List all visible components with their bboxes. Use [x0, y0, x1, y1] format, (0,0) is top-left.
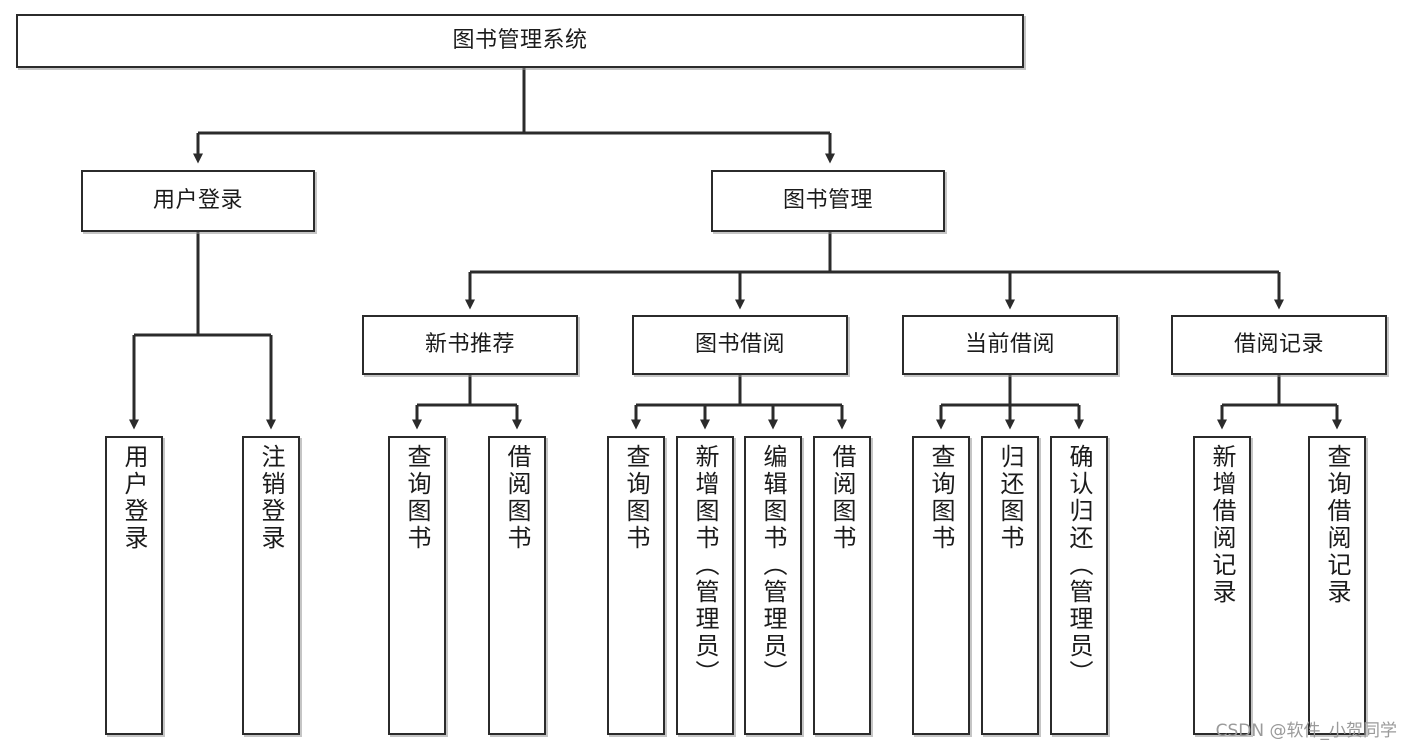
- node-leaf-records-add-record[interactable]: 新增借阅记录: [1193, 436, 1251, 735]
- node-leaf-borrow-borrow-book-label: 借阅图书: [828, 444, 856, 552]
- node-leaf-records-add-record-label: 新增借阅记录: [1208, 444, 1236, 606]
- node-leaf-borrow-query-book[interactable]: 查询图书: [607, 436, 665, 735]
- node-leaf-current-query-book-label: 查询图书: [927, 444, 955, 552]
- node-user-login-label: 用户登录: [152, 187, 243, 213]
- node-book-borrow-label: 图书借阅: [694, 331, 785, 357]
- node-book-borrow[interactable]: 图书借阅: [632, 315, 848, 375]
- node-root-system[interactable]: 图书管理系统: [16, 14, 1024, 68]
- node-leaf-user-login[interactable]: 用户登录: [105, 436, 163, 735]
- node-leaf-borrow-query-book-label: 查询图书: [622, 444, 650, 552]
- node-leaf-current-confirm-return-admin-label: 确认归还（管理员）: [1065, 444, 1093, 687]
- node-leaf-newbook-query-book[interactable]: 查询图书: [388, 436, 446, 735]
- node-current-borrow[interactable]: 当前借阅: [902, 315, 1118, 375]
- node-leaf-borrow-add-book-admin[interactable]: 新增图书（管理员）: [676, 436, 734, 735]
- node-leaf-current-query-book[interactable]: 查询图书: [912, 436, 970, 735]
- node-borrow-records[interactable]: 借阅记录: [1171, 315, 1387, 375]
- node-leaf-records-query-record[interactable]: 查询借阅记录: [1308, 436, 1366, 735]
- node-leaf-current-confirm-return-admin[interactable]: 确认归还（管理员）: [1050, 436, 1108, 735]
- node-borrow-records-label: 借阅记录: [1233, 331, 1324, 357]
- node-book-management-label: 图书管理: [782, 187, 873, 213]
- node-new-book-recommend-label: 新书推荐: [424, 331, 515, 357]
- node-new-book-recommend[interactable]: 新书推荐: [362, 315, 578, 375]
- node-leaf-records-query-record-label: 查询借阅记录: [1323, 444, 1351, 606]
- node-current-borrow-label: 当前借阅: [964, 331, 1055, 357]
- node-leaf-borrow-borrow-book[interactable]: 借阅图书: [813, 436, 871, 735]
- node-user-login[interactable]: 用户登录: [81, 170, 315, 232]
- node-leaf-borrow-edit-book-admin[interactable]: 编辑图书（管理员）: [744, 436, 802, 735]
- node-root-system-label: 图书管理系统: [452, 27, 588, 53]
- node-leaf-newbook-borrow-book-label: 借阅图书: [503, 444, 531, 552]
- node-leaf-borrow-add-book-admin-label: 新增图书（管理员）: [691, 444, 719, 687]
- node-leaf-logout-label: 注销登录: [257, 444, 285, 552]
- node-leaf-current-return-book-label: 归还图书: [996, 444, 1024, 552]
- node-leaf-borrow-edit-book-admin-label: 编辑图书（管理员）: [759, 444, 787, 687]
- node-leaf-current-return-book[interactable]: 归还图书: [981, 436, 1039, 735]
- node-book-management[interactable]: 图书管理: [711, 170, 945, 232]
- node-leaf-user-login-label: 用户登录: [120, 444, 148, 552]
- node-leaf-logout[interactable]: 注销登录: [242, 436, 300, 735]
- node-leaf-newbook-query-book-label: 查询图书: [403, 444, 431, 552]
- node-leaf-newbook-borrow-book[interactable]: 借阅图书: [488, 436, 546, 735]
